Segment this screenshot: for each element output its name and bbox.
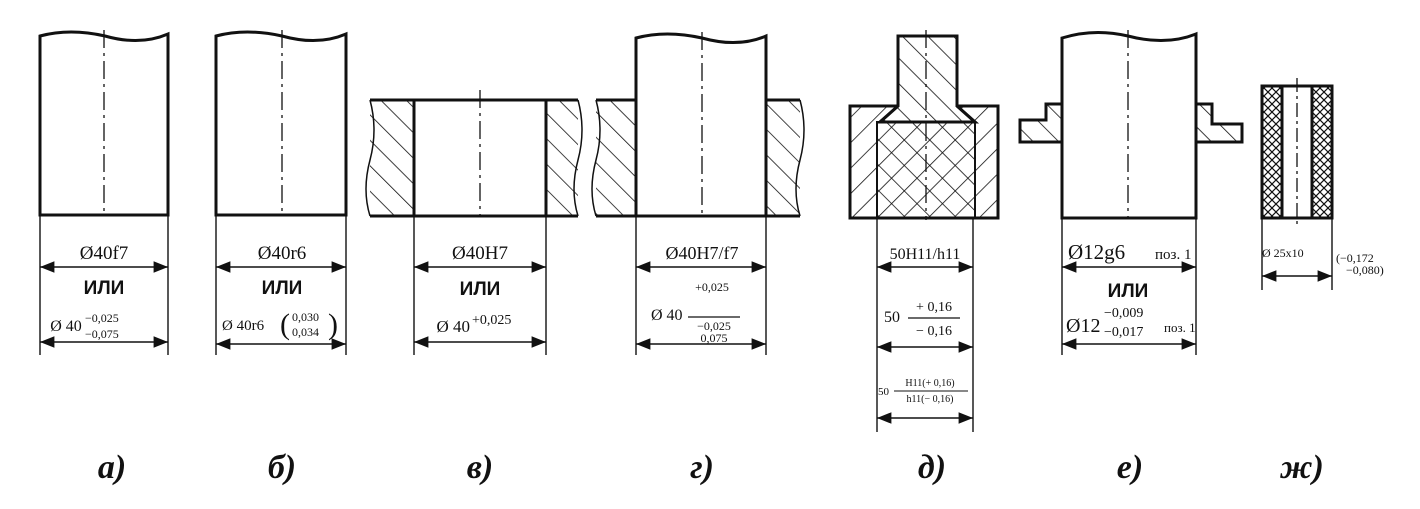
ili-label-a: ИЛИ: [84, 278, 125, 299]
shaft-b: [214, 30, 348, 217]
dim-alt-base-v: Ø 40: [436, 317, 470, 336]
dim-alt-lower-a: −0,075: [85, 327, 119, 341]
dim-low-base-d: 50: [878, 386, 890, 398]
hatched-wall-left-g: [596, 100, 636, 216]
shaft-e: [1060, 30, 1198, 220]
figure-e: Ø12g6 поз. 1 ИЛИ Ø12 −0,009 −0,017 поз. …: [1018, 30, 1244, 486]
figure-d: 50H11/h11 50 + 0,16 − 0,16 50 H11(+ 0,16…: [848, 30, 1000, 486]
dim-alt-lower-g: 0,075: [701, 331, 728, 345]
dim-alt-base-e: Ø12: [1066, 315, 1100, 337]
hatched-wall-right-v: [546, 100, 578, 216]
dim-main-e: Ø12g6: [1068, 240, 1125, 264]
dim-main-b: Ø40r6: [258, 243, 307, 264]
ili-label-b: ИЛИ: [262, 278, 303, 299]
dim-alt-upper-b: 0,030: [292, 310, 319, 324]
shaft-g: [634, 32, 768, 216]
flange-left-e: [1018, 102, 1064, 144]
dim-alt-base-g: Ø 40: [651, 307, 683, 324]
dim-alt-upper-g: −0,025: [697, 319, 731, 333]
hatched-wall-left-v: [370, 100, 414, 216]
caption-v: в): [467, 449, 494, 486]
shaft-a: [38, 30, 170, 217]
caption-g: г): [690, 449, 714, 486]
caption-a: а): [98, 449, 126, 486]
dim-mid-base-d: 50: [884, 309, 900, 326]
dim-low-lower-d: h11(− 0,16): [907, 394, 954, 405]
dim-main-a: Ø40f7: [80, 243, 129, 264]
paren-left-b: (: [280, 308, 290, 341]
figure-b: Ø40r6 ИЛИ Ø 40r6 ( 0,030 0,034 ) б): [214, 30, 348, 486]
dim-alt-pos-e: поз. 1: [1164, 320, 1196, 335]
dim-main-g: Ø40H7/f7: [666, 243, 739, 263]
dim-alt-lower-e: −0,017: [1104, 325, 1143, 340]
ili-label-v: ИЛИ: [460, 279, 501, 300]
dim-alt-upper-v: +0,025: [472, 313, 511, 328]
dim-main-d: 50H11/h11: [890, 246, 961, 263]
dim-mid-lower-d: − 0,16: [916, 324, 952, 339]
dim-side-upper-zh: (−0,172: [1336, 251, 1374, 265]
dim-main-v: Ø40H7: [452, 243, 508, 264]
caption-d: д): [918, 449, 946, 486]
caption-b: б): [268, 449, 296, 486]
dim-side-lower-zh: −0,080): [1346, 263, 1384, 277]
dim-alt-base-b: Ø 40r6: [222, 318, 265, 334]
hatched-wall-right-g: [766, 100, 800, 216]
dim-pos-e: поз. 1: [1155, 247, 1191, 263]
bushing-left-wall-zh: [1260, 84, 1284, 220]
figure-zh: Ø 25x10 (−0,172 −0,080) ж): [1260, 78, 1384, 486]
dim-alt-upper-e: −0,009: [1104, 306, 1143, 321]
ili-label-e: ИЛИ: [1108, 281, 1149, 302]
caption-zh: ж): [1279, 449, 1324, 486]
caption-e: е): [1117, 449, 1143, 486]
paren-right-b: ): [328, 308, 338, 341]
dim-alt-lower-b: 0,034: [292, 325, 319, 339]
dim-low-upper-d: H11(+ 0,16): [905, 378, 954, 389]
dim-main-zh: Ø 25x10: [1262, 246, 1304, 260]
bushing-right-wall-zh: [1310, 84, 1334, 220]
dim-alt-upper-a: −0,025: [85, 311, 119, 325]
dim-mid-upper-d: + 0,16: [916, 300, 952, 315]
flange-right-e: [1194, 102, 1244, 144]
figure-g: Ø40H7/f7 +0,025 Ø 40 −0,025 0,075 г): [591, 32, 805, 486]
figure-v: Ø40H7 ИЛИ Ø 40 +0,025 в): [365, 90, 583, 486]
dim-alt-top-g: +0,025: [695, 280, 729, 294]
figure-a: Ø40f7 ИЛИ Ø 40 −0,025 −0,075 а): [38, 30, 170, 486]
dim-alt-base-a: Ø 40: [50, 318, 82, 335]
